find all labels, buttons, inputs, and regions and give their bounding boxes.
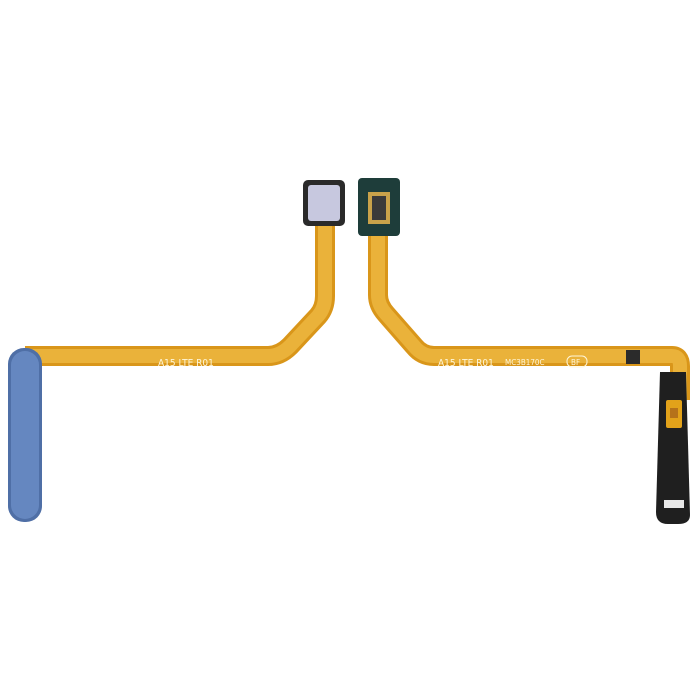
badge: BF xyxy=(571,358,580,367)
right-flex-cable: A15 LTE R01 MC3B170C BF xyxy=(358,178,690,524)
part-code: MC3B170C xyxy=(505,358,545,367)
left-flex-cable: A15 LTE R01 xyxy=(25,180,345,369)
left-silkscreen: A15 LTE R01 xyxy=(158,358,214,369)
right-silkscreen: A15 LTE R01 xyxy=(438,358,494,369)
